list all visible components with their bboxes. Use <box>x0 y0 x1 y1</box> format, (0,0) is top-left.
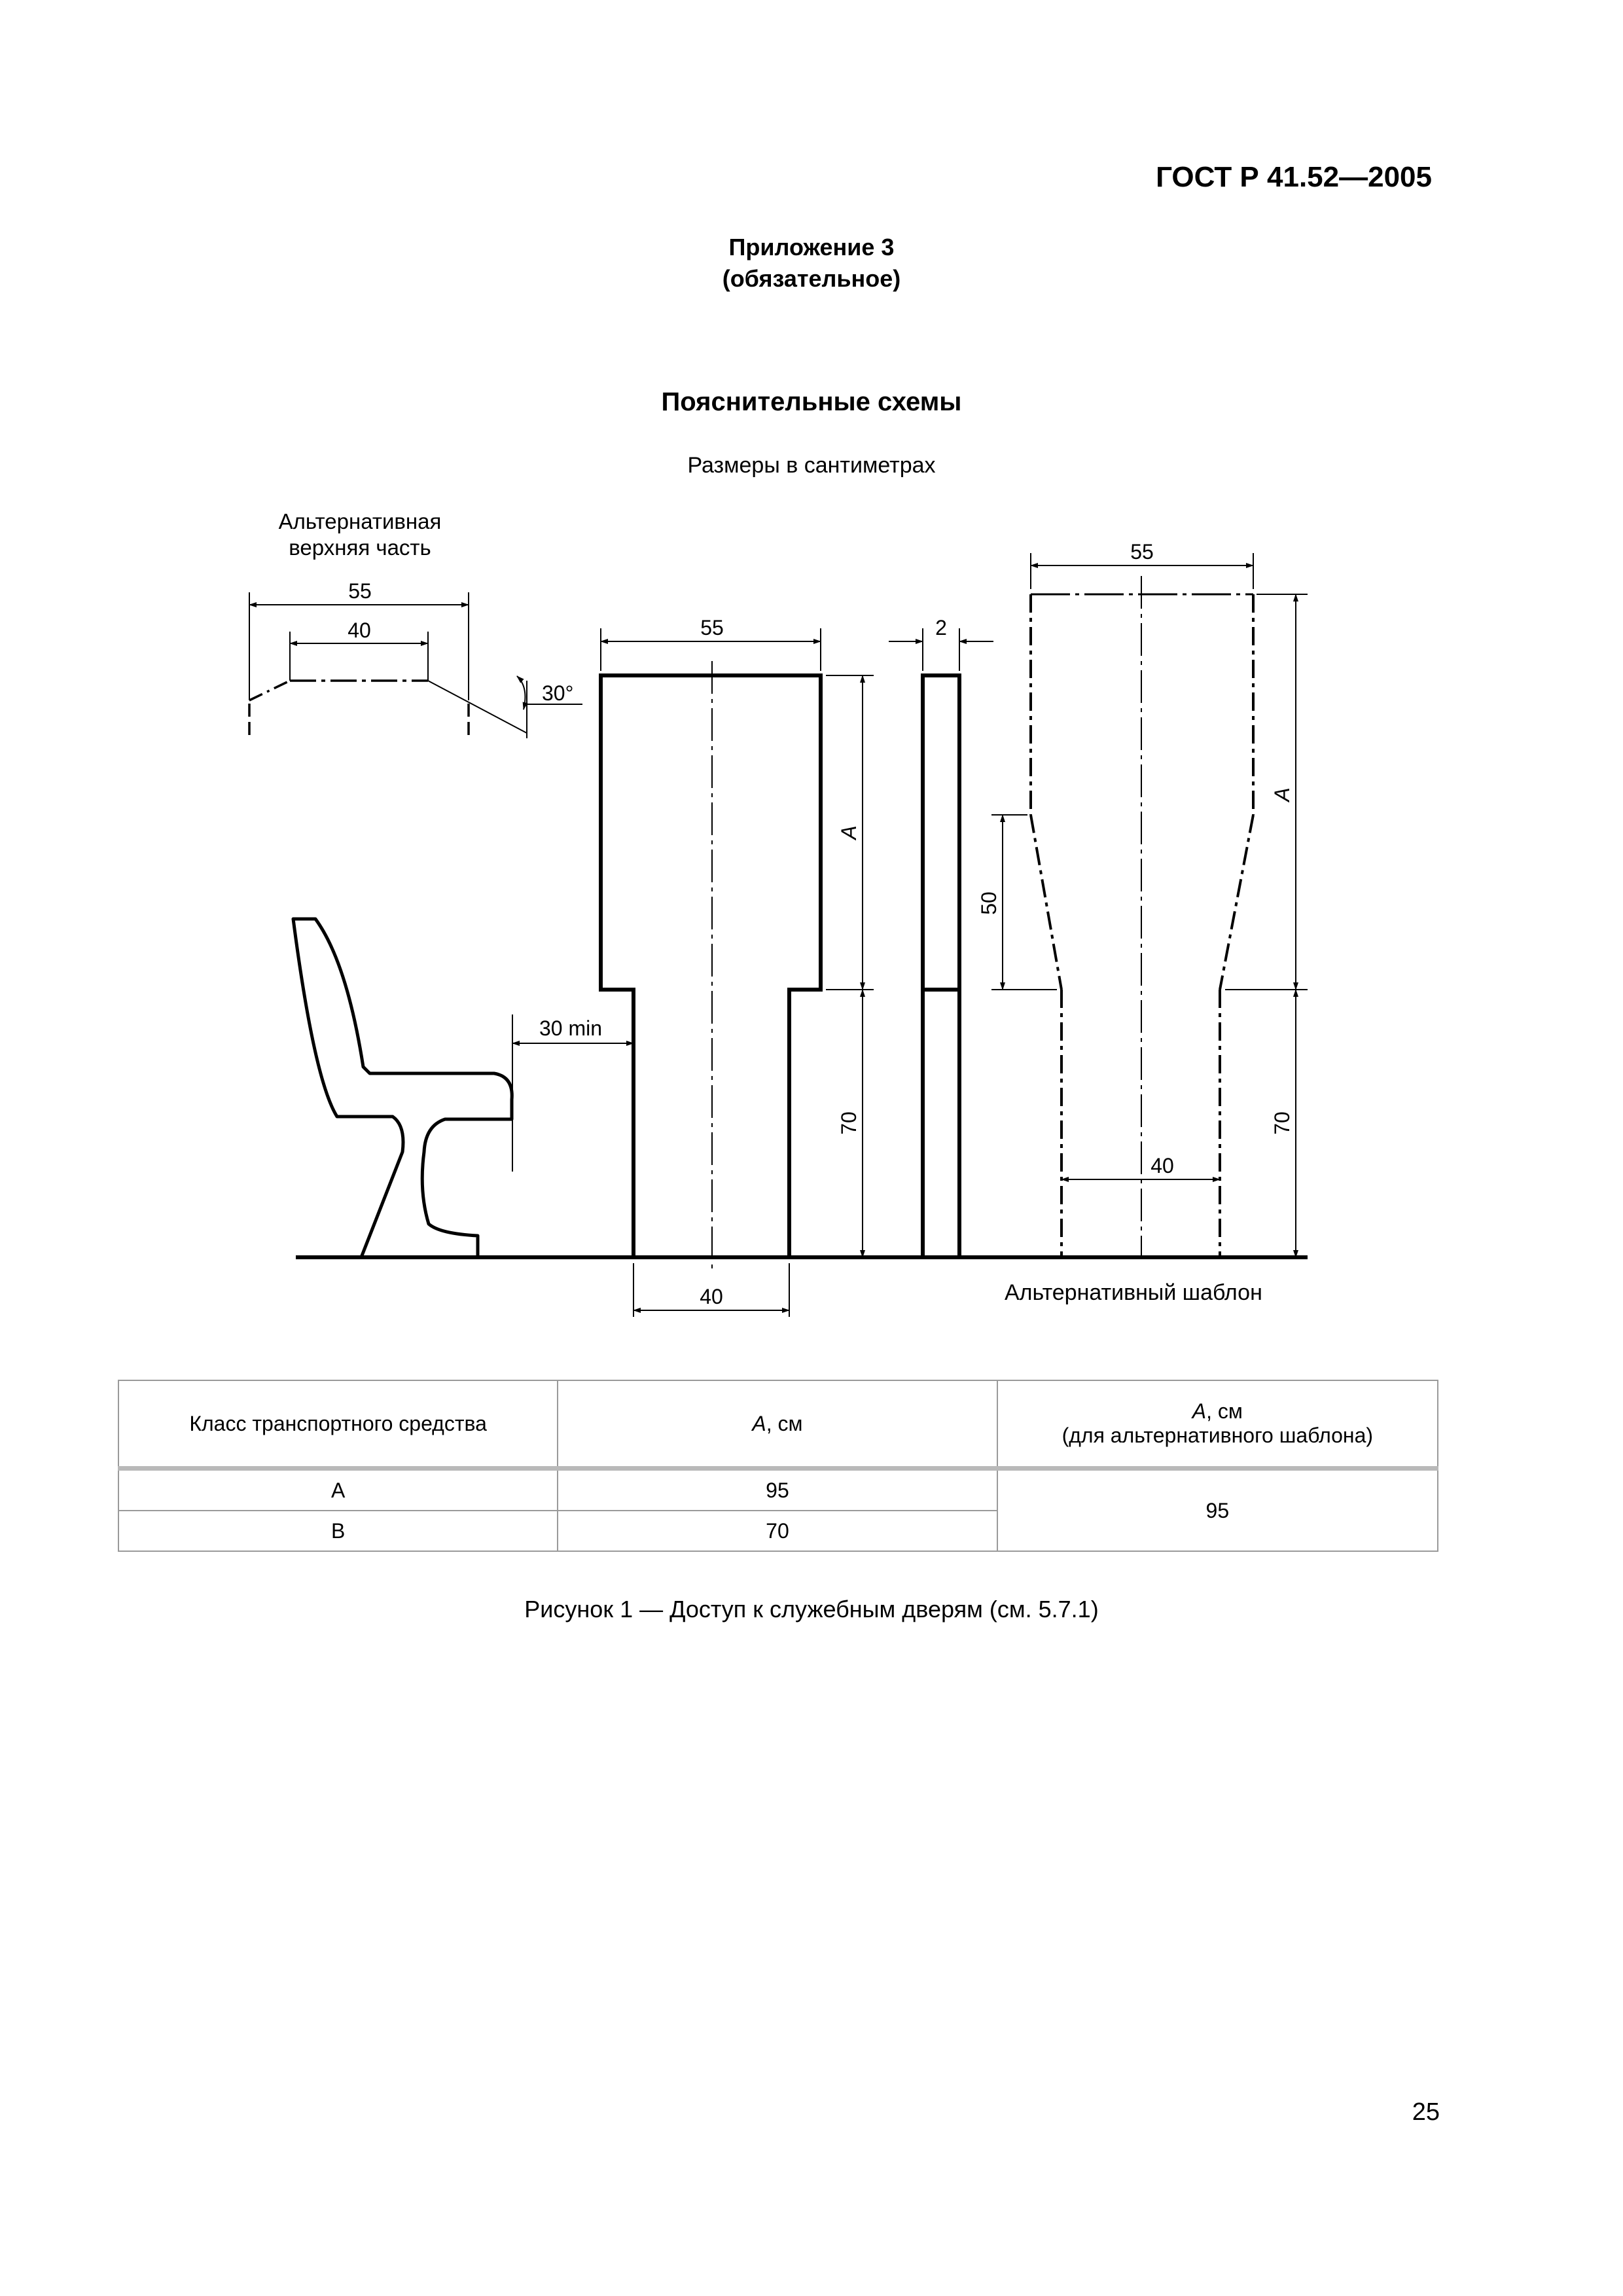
cell-a-cm: 95 <box>557 1467 998 1511</box>
header-a-alt-note: (для альтернативного шаблона) <box>1061 1424 1374 1447</box>
main-top-width: 55 <box>700 616 724 639</box>
alt-top-dimension-lines <box>249 602 528 710</box>
main-template-dimension-lines <box>512 628 874 1317</box>
table-row: A 95 95 <box>117 1467 1439 1552</box>
main-height-lower: 70 <box>837 1111 861 1135</box>
main-height-upper: A <box>837 825 861 840</box>
section-title: Пояснительные схемы <box>661 387 962 416</box>
alt-template-bottom-width: 40 <box>1150 1154 1174 1177</box>
alt-template-height-lower: 70 <box>1270 1111 1294 1135</box>
page-number: 25 <box>1412 2098 1440 2126</box>
alt-template-height-upper: A <box>1270 787 1294 802</box>
header-vehicle-class: Класс транспортного средства <box>117 1380 559 1471</box>
main-template-outline <box>599 673 823 1259</box>
units-note: Размеры в сантиметрах <box>687 453 936 478</box>
table-row: B 70 <box>117 1510 1438 1552</box>
document-id: ГОСТ Р 41.52—2005 <box>1156 161 1432 193</box>
cell-a-cm: 70 <box>557 1510 998 1552</box>
annex-heading: Приложение 3 (обязательное) <box>0 232 1623 295</box>
table-header-row: Класс транспортного средства A, см A, см… <box>117 1380 1439 1471</box>
cell-a-cm-alt: 95 <box>996 1467 1439 1552</box>
alt-top-outer-width: 55 <box>348 579 372 603</box>
header-a-cm-alt: A, см(для альтернативного шаблона) <box>996 1380 1439 1471</box>
cell-class: B <box>117 1510 559 1552</box>
header-a-alt-var: A <box>1192 1399 1207 1423</box>
dimension-table: Класс транспортного средства A, см A, см… <box>117 1380 1439 1552</box>
alt-top-angle: 30° <box>542 681 573 705</box>
alt-top-label-line2: верхняя часть <box>289 535 431 560</box>
side-thickness: 2 <box>935 616 947 639</box>
figure-caption: Рисунок 1 — Доступ к служебным дверям (с… <box>524 1596 1099 1623</box>
explanatory-diagram: Альтернативная верхняя часть 55 40 30° <box>248 509 1308 1317</box>
cell-class: A <box>117 1467 559 1511</box>
annex-title: Приложение 3 <box>728 234 895 260</box>
alt-template-top-width: 55 <box>1130 540 1154 564</box>
header-a-cm: A, см <box>557 1380 998 1471</box>
seat-drawing <box>291 917 514 1259</box>
alt-top-inner-width: 40 <box>348 619 371 642</box>
header-a-alt-unit: , см <box>1206 1399 1243 1423</box>
header-a-unit: , см <box>766 1411 803 1435</box>
annex-status: (обязательное) <box>722 265 901 292</box>
main-bottom-width: 40 <box>700 1285 723 1308</box>
alt-template-dimension-lines <box>991 553 1308 1258</box>
side-profile-dimension-lines <box>889 628 993 671</box>
side-profile-outline <box>921 673 961 1259</box>
alt-template-taper: 50 <box>977 891 1001 915</box>
alt-template-label: Альтернативный шаблон <box>1005 1280 1262 1305</box>
alt-top-label-line1: Альтернативная <box>279 509 442 533</box>
header-a-var: A <box>752 1411 766 1435</box>
alt-top-outline <box>248 592 582 740</box>
seat-clearance: 30 min <box>539 1016 602 1040</box>
